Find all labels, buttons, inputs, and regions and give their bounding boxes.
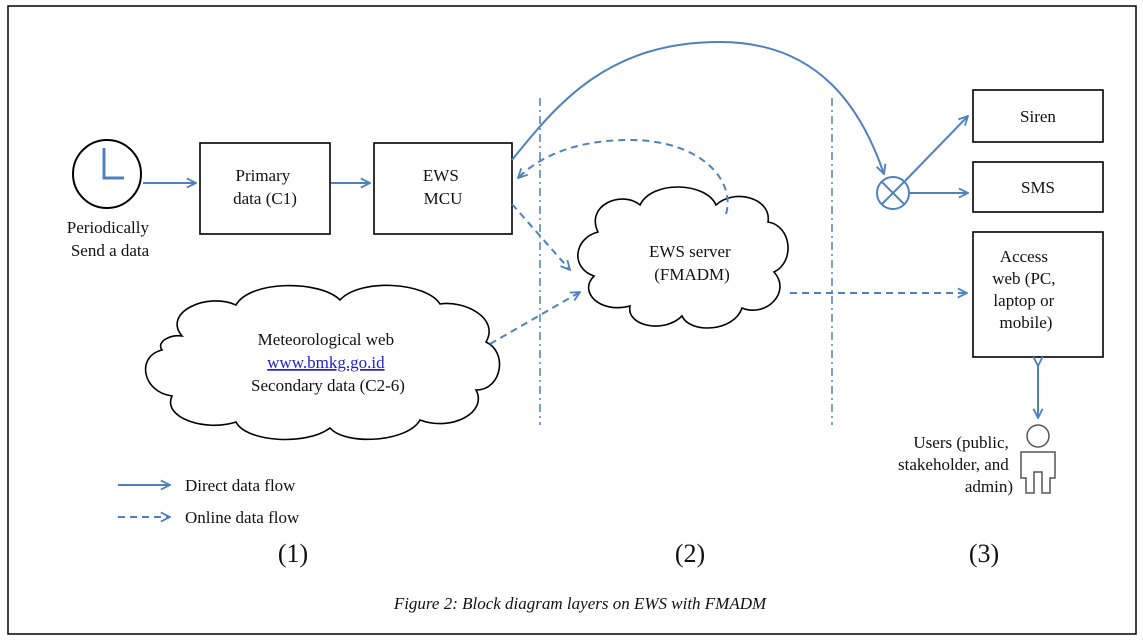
ews-server-cloud — [577, 186, 789, 329]
sms-label: SMS — [1021, 178, 1055, 197]
sms-box — [972, 161, 1104, 213]
met-to-server-dashed-arrow — [489, 292, 580, 345]
primary-data-label: Primary data (C1) — [233, 166, 297, 208]
user-icon — [1020, 424, 1056, 494]
server-to-mcu-dashed-arrow — [518, 138, 729, 215]
users-label: Users (public, stakeholder, and admin) — [898, 433, 1013, 496]
mcu-to-switch-arc — [511, 40, 884, 174]
meteorological-web-label: Meteorological web www.bmkg.go.id Second… — [251, 330, 405, 395]
clock-label: Periodically Send a data — [67, 218, 153, 260]
mcu-to-server-dashed-arrow — [511, 203, 570, 270]
primary-data-box — [199, 142, 331, 235]
bmkg-link[interactable]: www.bmkg.go.id — [267, 353, 385, 372]
figure-caption: Figure 2: Block diagram layers on EWS wi… — [393, 594, 767, 613]
access-web-box — [972, 231, 1104, 358]
clock-icon — [72, 139, 142, 209]
siren-label: Siren — [1020, 107, 1056, 126]
legend-direct-label: Direct data flow — [185, 476, 296, 495]
layer-3-label: (3) — [969, 539, 999, 568]
figure-frame — [7, 5, 1137, 635]
ews-mcu-box — [373, 142, 513, 235]
meteorological-web-cloud — [144, 284, 501, 441]
access-web-label: Access web (PC, laptop or mobile) — [992, 247, 1060, 332]
switch-to-siren-arrow — [904, 116, 968, 182]
layer-1-label: (1) — [278, 539, 308, 568]
switch-junction-icon — [876, 176, 910, 210]
legend-online-label: Online data flow — [185, 508, 300, 527]
ews-server-label: EWS server (FMADM) — [649, 242, 735, 284]
ews-mcu-label: EWS MCU — [423, 166, 463, 208]
siren-box — [972, 89, 1104, 143]
layer-2-label: (2) — [675, 539, 705, 568]
